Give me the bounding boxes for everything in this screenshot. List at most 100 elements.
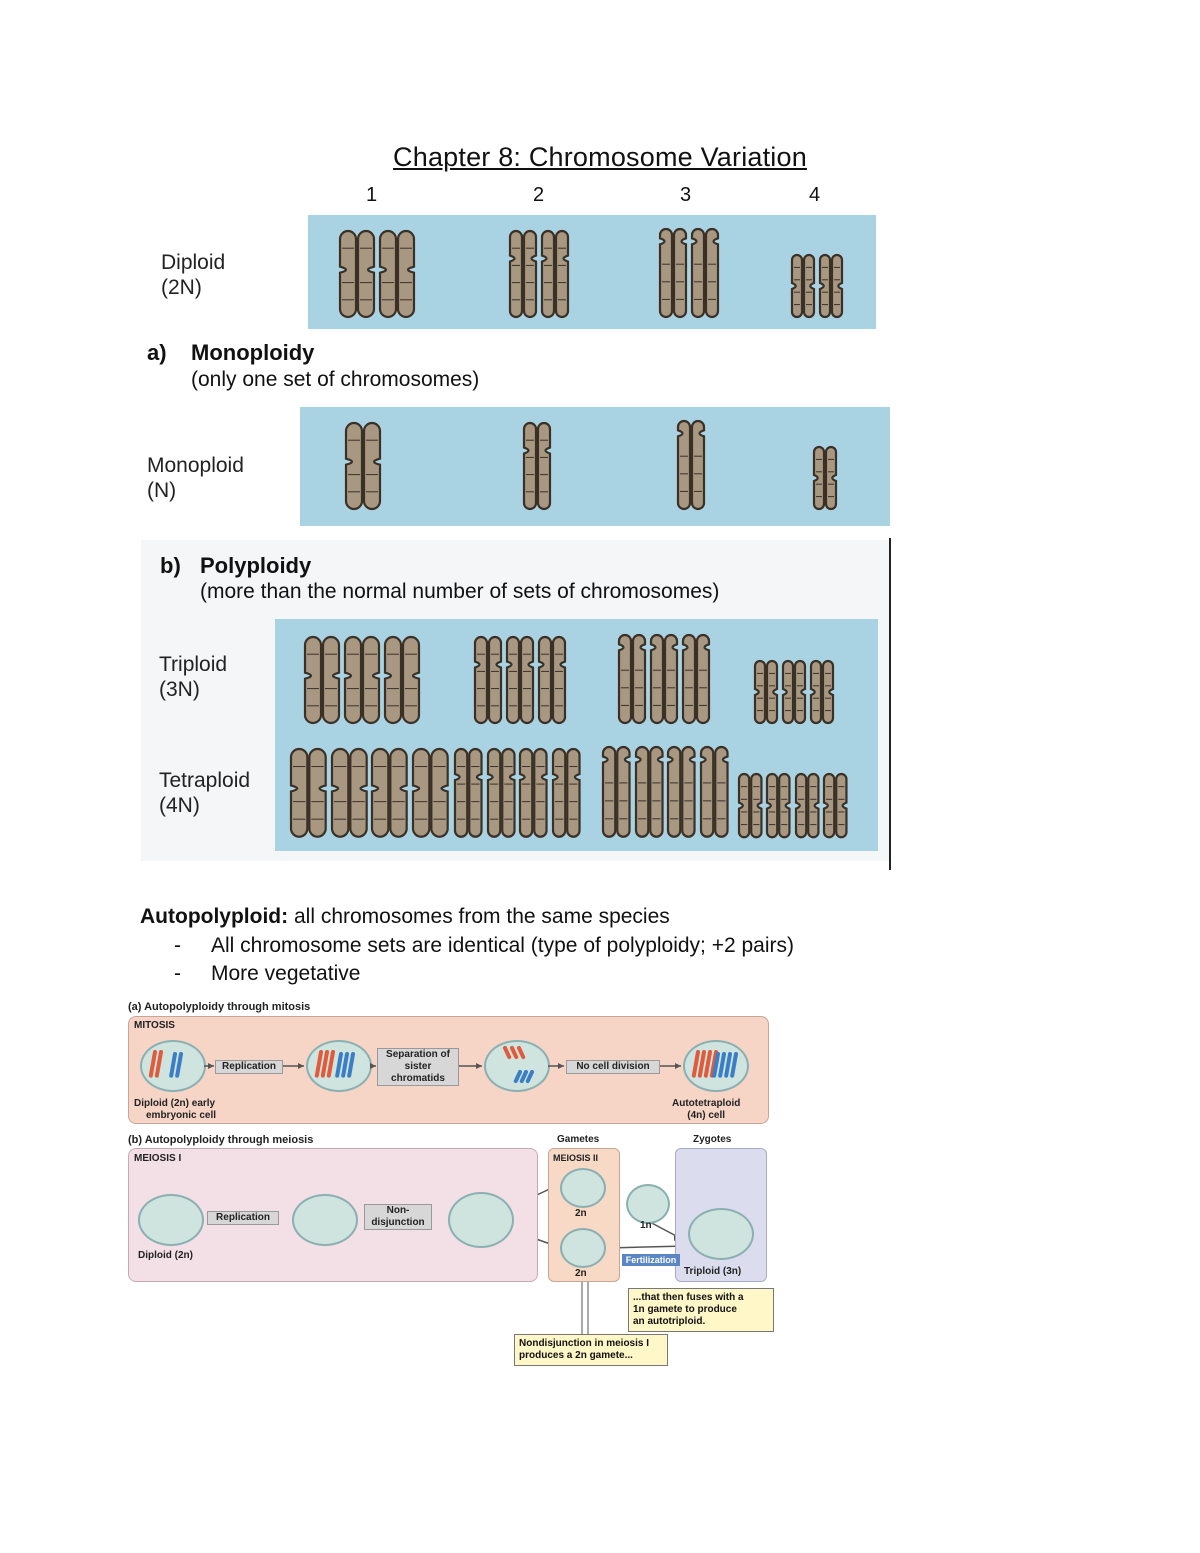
fertilization-label: Fertilization (622, 1254, 680, 1266)
bullet-item-2: More vegetative (211, 962, 361, 985)
figure-arrowhead (370, 1063, 376, 1069)
figure-arrowhead (298, 1063, 304, 1069)
figure-chromosome-mark (697, 1050, 706, 1078)
figure-chromosome-mark (154, 1050, 163, 1078)
figure-part-a-title: (a) Autopolyploidy through mitosis (128, 1001, 311, 1013)
chromosome-icon (676, 419, 706, 511)
figure-chromosome-mark (724, 1052, 732, 1078)
mitosis-label: MITOSIS (134, 1020, 175, 1031)
chromosome-icon (522, 421, 552, 511)
triploid-zygote-label: Triploid (3n) (684, 1266, 742, 1277)
chromosome-icon (508, 229, 538, 319)
bullet-item-1: All chromosome sets are identical (type … (211, 934, 795, 957)
figure-arrowhead (476, 1063, 482, 1069)
autotetraploid-label: Autotetraploid(4n) cell (672, 1098, 741, 1121)
monoploid-karyotype-panel (300, 407, 890, 526)
gametes-label: Gametes (557, 1134, 600, 1145)
chromosome-icon (289, 747, 327, 838)
figure-chromosome-mark (314, 1050, 323, 1078)
chromosome-icon (473, 635, 503, 725)
chromosome-icon (766, 772, 791, 838)
nondisjunction-box: Non-disjunction (364, 1204, 432, 1230)
chromosome-icon (540, 229, 570, 319)
gamete-2n-label-b: 2n (575, 1268, 587, 1279)
chromosome-icon (812, 445, 838, 511)
figure-arrowhead (675, 1063, 681, 1069)
meiosis-diploid-cell (138, 1194, 204, 1246)
figure-chromosome-mark (175, 1052, 183, 1078)
chromosome-icon (303, 635, 341, 725)
chromosome-icon (649, 633, 679, 725)
chromosome-icon (753, 659, 779, 725)
figure-chromosome-mark (517, 1046, 526, 1060)
figure-chromosome-mark (335, 1052, 343, 1078)
chromosome-icon (658, 227, 688, 319)
figure-chromosome-mark (320, 1050, 329, 1078)
gamete-2n-cell-b (560, 1228, 606, 1268)
bullet-marker: - (174, 962, 181, 985)
chromosome-icon (344, 421, 382, 511)
column-number-1: 1 (366, 184, 378, 206)
chromosome-icon (383, 635, 421, 725)
polyploid-karyotype-panel (275, 619, 878, 851)
figure-arrow (607, 1245, 687, 1249)
gamete-1n-cell (626, 1184, 670, 1224)
page-title: Chapter 8: Chromosome Variation (393, 142, 807, 172)
chromosome-icon (790, 253, 816, 319)
chromosome-icon (378, 229, 416, 319)
chromosome-icon (343, 635, 381, 725)
diploid-label: Diploid(2N) (161, 251, 226, 299)
figure-arrowhead (208, 1063, 214, 1069)
bullet-marker: - (174, 934, 181, 957)
figure-chromosome-mark (519, 1070, 528, 1084)
figure-arrowhead (558, 1063, 564, 1069)
chromosome-icon (411, 747, 449, 838)
figure-chromosome-mark (341, 1052, 349, 1078)
term-definition: all chromosomes from the same species (288, 905, 670, 928)
meiosis1-label: MEIOSIS I (134, 1153, 182, 1164)
figure-chromosome-mark (326, 1050, 335, 1078)
meiosis-replicated-cell (292, 1194, 358, 1246)
term-autopolyploid: Autopolyploid: (140, 905, 289, 928)
vertical-rule (889, 538, 891, 870)
no-cell-division-box: No cell division (566, 1060, 660, 1074)
section-b-header: b) Polyploidy (more than the normal numb… (160, 553, 720, 603)
chromosome-icon (690, 227, 720, 319)
nondisjunction-cell (448, 1192, 514, 1248)
meiosis-diploid-label: Diploid (2n) (138, 1250, 193, 1261)
chromosome-icon (601, 745, 631, 838)
autopolyploid-notes: Autopolyploid: all chromosomes from the … (140, 902, 940, 992)
chromosome-icon (338, 229, 376, 319)
diploid-karyotype-panel (308, 215, 876, 329)
autopolyploidy-figure: (a) Autopolyploidy through mitosis MITOS… (120, 998, 780, 1370)
replication-box-b: Replication (207, 1211, 279, 1225)
section-a-header: a) Monoploidy (only one set of chromosom… (147, 340, 480, 391)
column-number-3: 3 (680, 184, 692, 206)
chromosome-icon (518, 747, 548, 838)
chromosome-icon (551, 747, 581, 838)
figure-chromosome-mark (691, 1050, 700, 1078)
figure-chromosome-mark (730, 1052, 738, 1078)
separated-cell (484, 1040, 550, 1092)
figure-chromosome-mark (169, 1052, 177, 1078)
tetraploid-label: Tetraploid(4N) (159, 769, 251, 817)
chromosome-icon (617, 633, 647, 725)
figure-chromosome-mark (513, 1070, 522, 1084)
chromosome-icon (330, 747, 368, 838)
chromosome-icon (634, 745, 664, 838)
chromosome-icon (699, 745, 729, 838)
triploid-zygote-cell (688, 1208, 754, 1260)
chromosome-icon (505, 635, 535, 725)
figure-chromosome-mark (718, 1052, 726, 1078)
chromosome-icon (823, 772, 848, 838)
chromosome-icon (486, 747, 516, 838)
monoploid-label: Monoploid(N) (147, 454, 244, 502)
figure-chromosome-mark (503, 1046, 512, 1060)
figure-chromosome-mark (709, 1050, 718, 1078)
meiosis2-label: MEIOSIS II (553, 1153, 599, 1163)
column-number-4: 4 (809, 184, 821, 206)
column-number-2: 2 (533, 184, 545, 206)
